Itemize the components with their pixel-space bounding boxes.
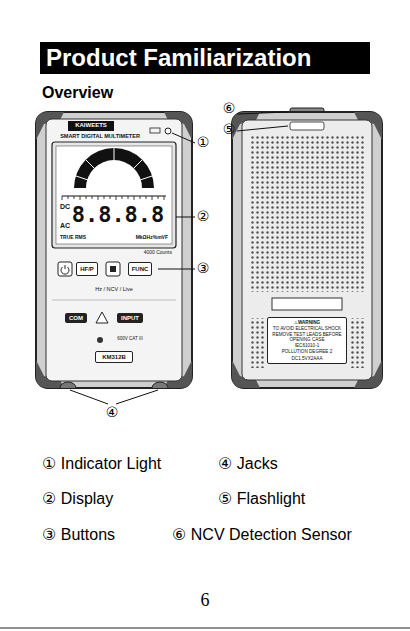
callout-number: ⑥ <box>223 100 236 116</box>
display-digits: 8.8.8.8 <box>72 202 165 227</box>
indicator-light <box>165 128 171 134</box>
node-heading: FUNC <box>132 266 149 273</box>
subheading: Overview <box>42 84 113 102</box>
device-text: SMART DIGITAL MULTIMETER <box>60 133 140 139</box>
slot <box>272 298 342 310</box>
warning-symbol <box>96 312 108 323</box>
device-text: 4000 Counts <box>144 250 172 256</box>
display-screen <box>52 142 176 248</box>
brand-plate <box>68 121 114 131</box>
jack-label: COM <box>65 313 87 324</box>
display-text: AC <box>60 222 70 230</box>
legend-item: ① Indicator Light <box>42 455 161 473</box>
legend-item: ⑥ NCV Detection Sensor <box>172 526 352 544</box>
ncv-sensor <box>290 122 324 130</box>
page-number: 6 <box>201 590 210 611</box>
node-text: POLLUTION DEGREE 2 <box>270 349 344 354</box>
device-text: 600V CAT III <box>117 336 142 341</box>
legend-item: ② Display <box>42 490 113 508</box>
display-text: DC <box>60 203 70 211</box>
back-case <box>232 112 382 388</box>
side-grille <box>350 318 364 368</box>
node-heading: KM312B <box>102 354 126 361</box>
node-heading: INPUT <box>121 315 139 322</box>
function-symbols: Hz / NCV / Live <box>95 286 133 292</box>
jack-label: INPUT <box>117 313 143 324</box>
legend-item: ③ Buttons <box>42 526 115 544</box>
display-text: TRUE RMS <box>60 235 86 241</box>
node-heading: ⚠WARNING <box>270 320 344 325</box>
node-text: TO AVOID ELECTRICAL SHOCK REMOVE TEST LE… <box>270 326 344 342</box>
panel-divider <box>52 300 176 301</box>
node-text: IEC61010-1 <box>270 343 344 348</box>
title: Product Familiarization <box>46 42 311 74</box>
leader-lines <box>70 112 288 404</box>
front-case <box>36 112 192 388</box>
callout-number: ① <box>197 134 210 150</box>
jack-dot <box>97 337 103 343</box>
brand-name: KAIWEETS <box>75 122 107 129</box>
callout-number: ③ <box>197 260 210 276</box>
warning-label: ⚠WARNINGTO AVOID ELECTRICAL SHOCK REMOVE… <box>267 317 347 364</box>
callout-number: ② <box>197 208 210 224</box>
display-text: MkΩHz%mVF <box>136 235 168 241</box>
side-grille <box>250 318 264 368</box>
title-banner <box>40 42 370 74</box>
battery-icon <box>150 128 160 133</box>
speaker-grille <box>250 136 364 292</box>
footer-rule <box>0 628 410 629</box>
jacks <box>60 382 168 388</box>
node-heading: HF/P <box>80 266 94 273</box>
callout-number: ④ <box>106 404 119 420</box>
callout-number: ⑤ <box>223 121 236 137</box>
buttons <box>58 262 120 276</box>
model-plate: KM312B <box>95 351 133 364</box>
legend-item: ④ Jacks <box>218 455 278 473</box>
legend-item: ⑤ Flashlight <box>218 490 305 508</box>
button: FUNC <box>128 262 153 277</box>
node-heading: COM <box>69 315 83 322</box>
node-text: DC1.5VX2AAA <box>270 356 344 361</box>
button: HF/P <box>76 262 98 277</box>
